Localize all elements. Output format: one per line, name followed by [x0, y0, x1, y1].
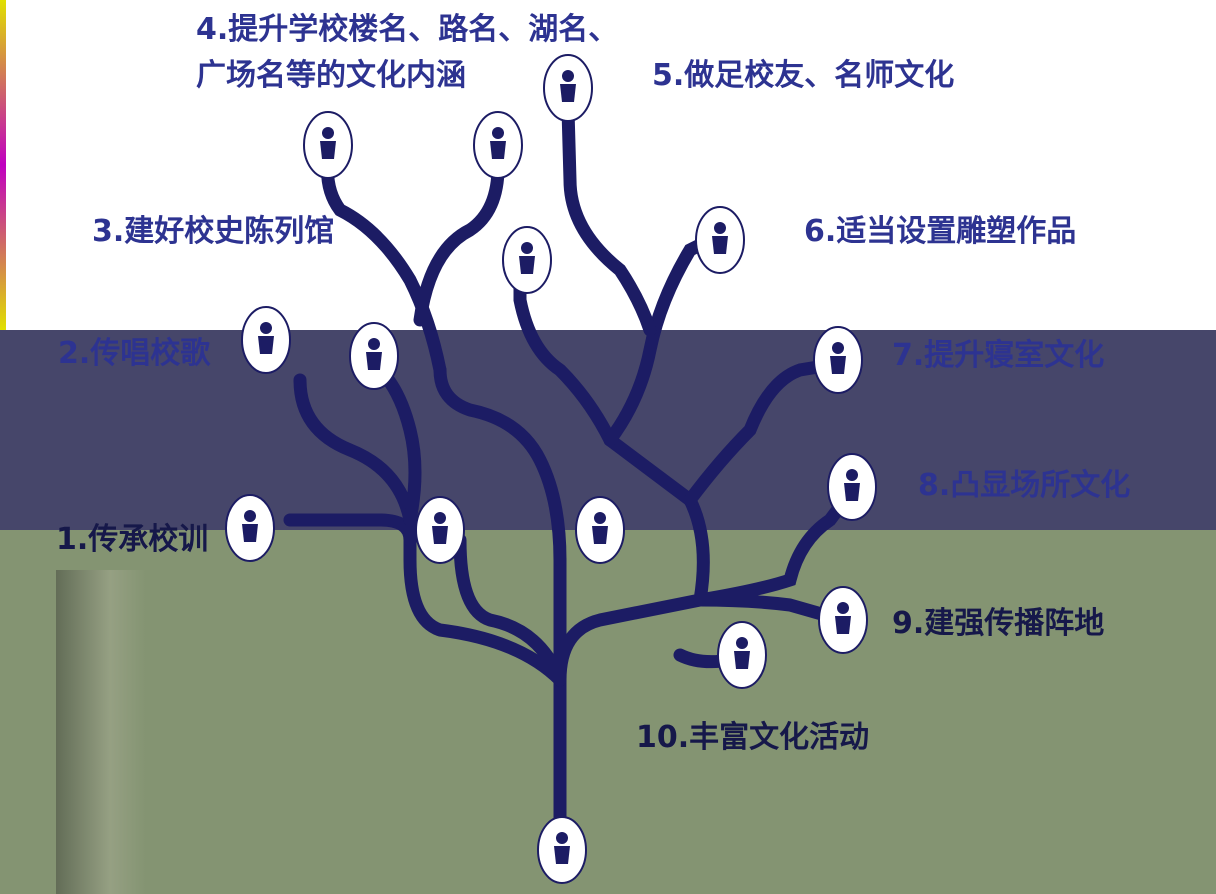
person-icon — [241, 306, 291, 374]
person-icon — [827, 453, 877, 521]
branch-to-2b — [373, 363, 422, 527]
person-icon — [473, 111, 523, 179]
branch-to-6 — [603, 233, 717, 447]
label-10: 10.丰富文化活动 — [636, 720, 870, 755]
label-4-line2: 广场名等的文化内涵 — [196, 58, 466, 93]
left-color-strip — [0, 0, 6, 330]
person-icon — [537, 816, 587, 884]
person-icon — [717, 621, 767, 689]
person-icon — [695, 206, 745, 274]
label-7: 7.提升寝室文化 — [892, 338, 1105, 373]
branch-to-1 — [283, 513, 417, 547]
label-8: 8.凸显场所文化 — [918, 468, 1131, 503]
background-band-top — [0, 0, 1216, 330]
person-icon — [543, 54, 593, 122]
branch-center-up — [513, 263, 697, 507]
person-icon — [818, 586, 868, 654]
branch-to-8 — [693, 493, 852, 607]
label-2: 2.传唱校歌 — [58, 336, 211, 371]
label-9: 9.建强传播阵地 — [892, 606, 1105, 641]
background-band-bottom — [0, 530, 1216, 894]
branch-to-7 — [683, 358, 837, 507]
label-6: 6.适当设置雕塑作品 — [804, 214, 1077, 249]
branch-to-9 — [693, 593, 832, 622]
branch-trunk-left — [453, 533, 567, 687]
building-photo-edge — [56, 570, 146, 894]
person-icon — [502, 226, 552, 294]
label-3: 3.建好校史陈列馆 — [92, 214, 335, 249]
label-4-line1: 4.提升学校楼名、路名、湖名、 — [196, 12, 619, 47]
label-1: 1.传承校训 — [56, 522, 209, 557]
branch-trunk-left2 — [403, 513, 567, 687]
person-icon — [303, 111, 353, 179]
branch-mid-center — [433, 363, 567, 567]
person-icon — [813, 326, 863, 394]
branch-to-5 — [561, 103, 657, 337]
label-5: 5.做足校友、名师文化 — [652, 58, 955, 93]
branch-to-3 — [321, 153, 447, 377]
branch-to-2 — [293, 373, 417, 527]
person-icon — [575, 496, 625, 564]
branch-to-4 — [413, 153, 505, 327]
person-icons — [225, 54, 877, 884]
person-icon — [415, 496, 465, 564]
person-icon — [349, 322, 399, 390]
tree-branches — [283, 103, 852, 837]
person-icon — [225, 494, 275, 562]
